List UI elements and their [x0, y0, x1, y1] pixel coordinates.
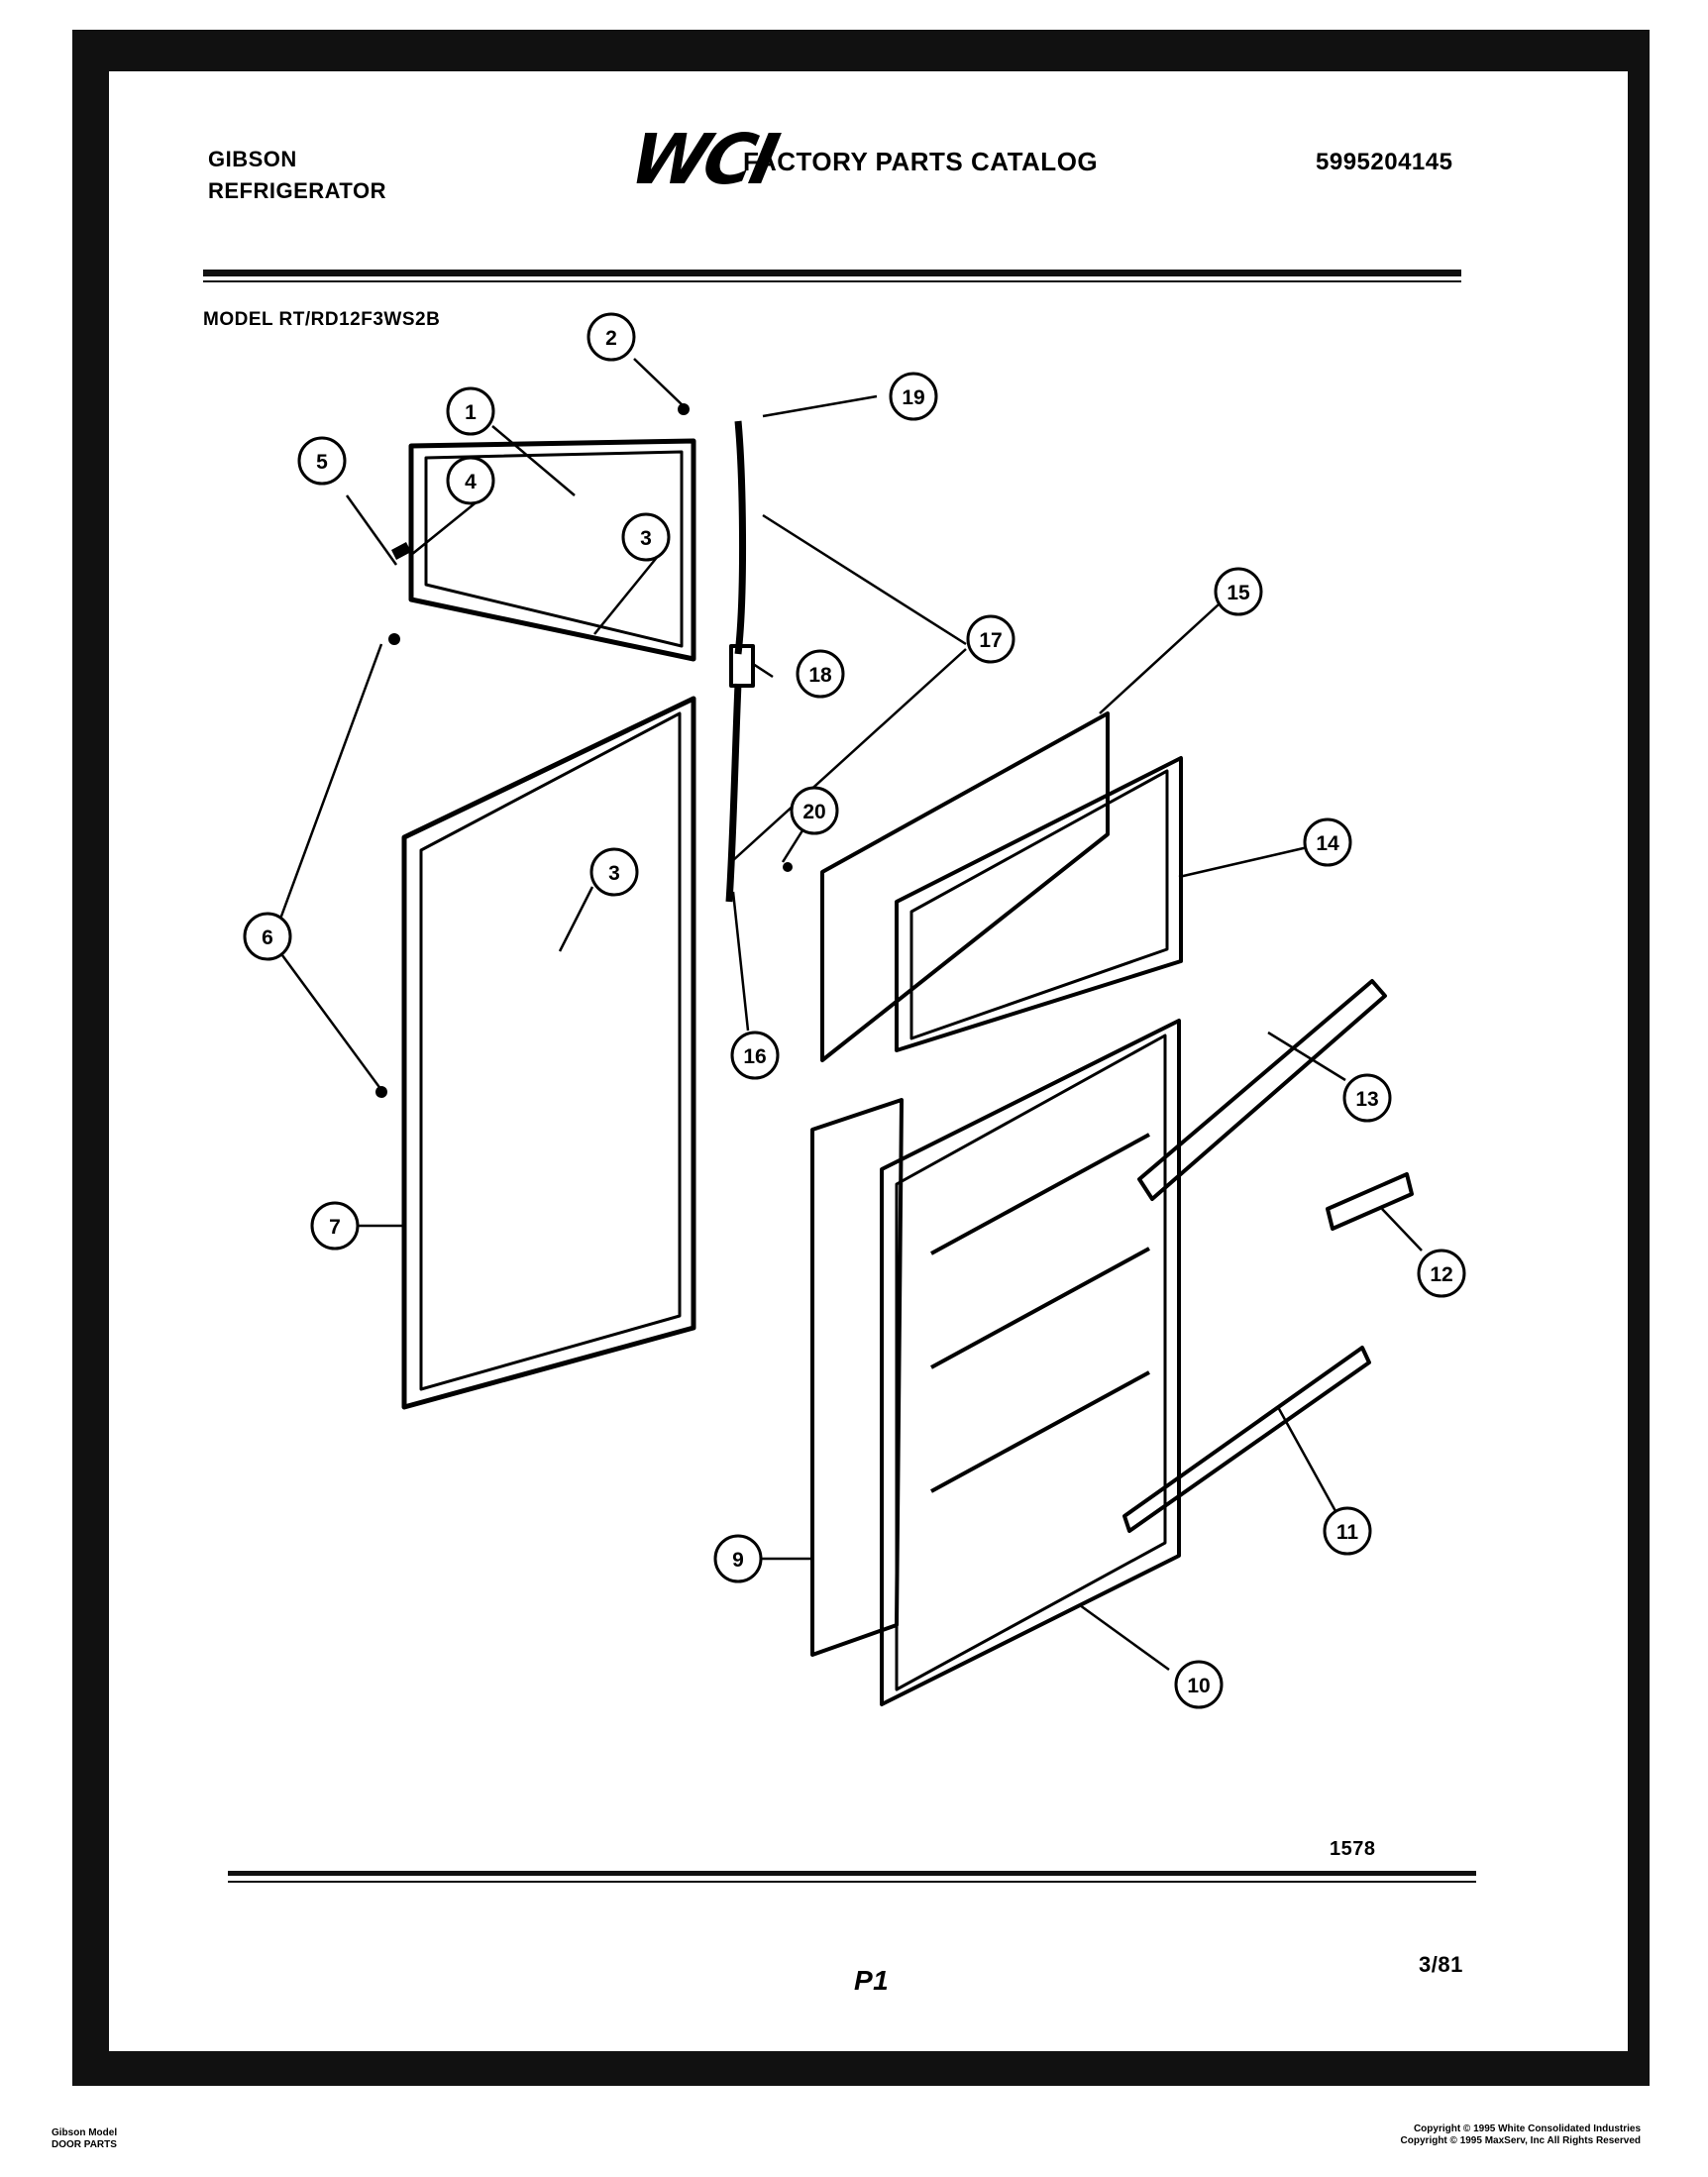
catalog-date: 3/81: [1419, 1952, 1463, 1977]
catalog-sheet: [109, 71, 1628, 2051]
fresh-food-inner-liner: [880, 1019, 1181, 1706]
footer-divider: [228, 1871, 1476, 1876]
copyright-line-1: Copyright © 1995 White Consolidated Indu…: [1413, 2123, 1641, 2134]
copyright-line-2: Copyright © 1995 MaxServ, Inc All Rights…: [1400, 2135, 1641, 2146]
callout-14: 14: [1303, 817, 1352, 867]
svg-text:13: 13: [1355, 1088, 1378, 1111]
callout-16: 16: [730, 1031, 780, 1080]
callout-11: 11: [1323, 1506, 1372, 1556]
svg-text:16: 16: [743, 1045, 766, 1068]
svg-text:15: 15: [1227, 582, 1250, 604]
brand-name: GIBSON: [208, 147, 297, 171]
callout-12: 12: [1417, 1249, 1466, 1298]
svg-text:7: 7: [329, 1216, 341, 1239]
svg-text:20: 20: [802, 801, 825, 823]
callout-13: 13: [1342, 1073, 1392, 1123]
svg-text:10: 10: [1187, 1675, 1210, 1697]
callout-4: 4: [446, 456, 495, 505]
callout-20: 20: [790, 786, 839, 835]
footer-model-label: Gibson Model: [52, 2127, 118, 2138]
callout-19: 19: [889, 372, 938, 421]
callout-1: 1: [446, 386, 495, 436]
freezer-inner-liner: [895, 756, 1183, 1052]
freezer-gasket: [820, 711, 1110, 1062]
svg-text:3: 3: [640, 527, 652, 550]
svg-text:14: 14: [1316, 832, 1339, 855]
svg-text:5: 5: [316, 451, 328, 474]
svg-text:9: 9: [732, 1549, 744, 1572]
svg-text:6: 6: [262, 926, 273, 949]
header-divider-thin: [203, 280, 1461, 282]
callout-7: 7: [310, 1201, 360, 1251]
fresh-food-door-panel: [401, 696, 696, 1410]
door-handle-strip: [725, 420, 755, 903]
svg-text:19: 19: [902, 386, 924, 409]
callout-3-upper: 3: [621, 512, 671, 562]
fresh-food-gasket: [810, 1098, 904, 1657]
product-type: REFRIGERATOR: [208, 178, 386, 203]
callout-3-lower: 3: [589, 847, 639, 897]
callout-6: 6: [243, 912, 292, 961]
footer-copyright: Copyright © 1995 White Consolidated Indu…: [1401, 2123, 1641, 2147]
door-shelf-12: [1326, 1172, 1414, 1231]
illustration-code: 1578: [1330, 1838, 1376, 1860]
callout-5: 5: [297, 436, 347, 486]
callout-10: 10: [1174, 1660, 1224, 1709]
header-divider: [203, 270, 1461, 276]
svg-text:4: 4: [465, 471, 477, 493]
callout-17: 17: [966, 614, 1015, 664]
callout-9: 9: [713, 1534, 763, 1583]
svg-text:1: 1: [465, 401, 477, 424]
catalog-title: FACTORY PARTS CATALOG: [743, 147, 1099, 176]
svg-text:2: 2: [605, 327, 617, 350]
door-shelf-11: [1122, 1346, 1371, 1533]
page-number: P1: [854, 1965, 890, 1996]
callout-15: 15: [1214, 567, 1263, 616]
callout-2: 2: [587, 312, 636, 362]
model-number: MODEL RT/RD12F3WS2B: [203, 309, 441, 330]
door-shelf-13: [1137, 979, 1387, 1201]
svg-text:18: 18: [808, 664, 832, 687]
footer-divider-thin: [228, 1881, 1476, 1883]
footer-section-label: DOOR PARTS: [52, 2139, 117, 2150]
svg-text:12: 12: [1430, 1263, 1452, 1286]
callout-18: 18: [796, 649, 845, 699]
part-number: 5995204145: [1316, 149, 1453, 175]
footer-left: Gibson Model DOOR PARTS: [52, 2127, 117, 2151]
svg-text:11: 11: [1336, 1521, 1359, 1544]
freezer-door-panel: [408, 438, 696, 662]
svg-text:17: 17: [979, 629, 1002, 652]
svg-text:3: 3: [608, 862, 620, 885]
